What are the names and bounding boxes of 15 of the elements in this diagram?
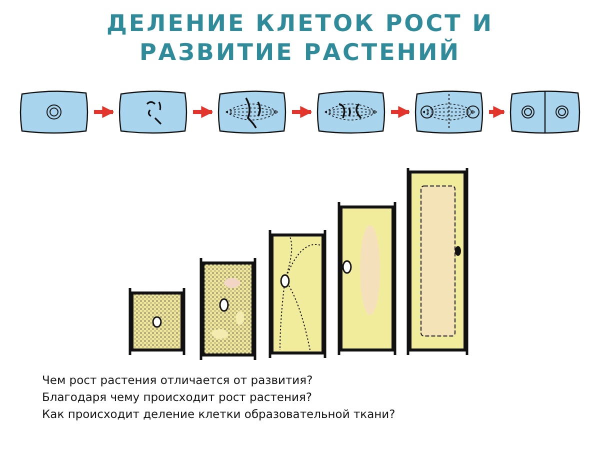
arrow	[193, 106, 214, 118]
title: ДЕЛЕНИЕ КЛЕТОК РОСТ И РАЗВИТИЕ РАСТЕНИЙ	[105, 10, 495, 68]
cell-division-stage-picture	[18, 88, 90, 136]
cell-division-stage-picture	[315, 88, 387, 136]
cell-division-stage-picture	[413, 88, 485, 136]
cell-division-stage-picture	[117, 88, 189, 136]
arrow	[489, 106, 506, 118]
arrow	[94, 106, 114, 118]
arrow	[391, 106, 410, 118]
arrow	[292, 106, 312, 118]
question-text: Благодаря чему происходит рост растения?	[42, 389, 313, 406]
cell-division-stage-picture	[508, 88, 582, 136]
question-text: Чем рост растения отличается от развития?	[42, 372, 314, 389]
cell-division-stage-picture	[216, 88, 288, 136]
question-text: Как происходит деление клетки образовательной ткани?	[42, 406, 396, 423]
